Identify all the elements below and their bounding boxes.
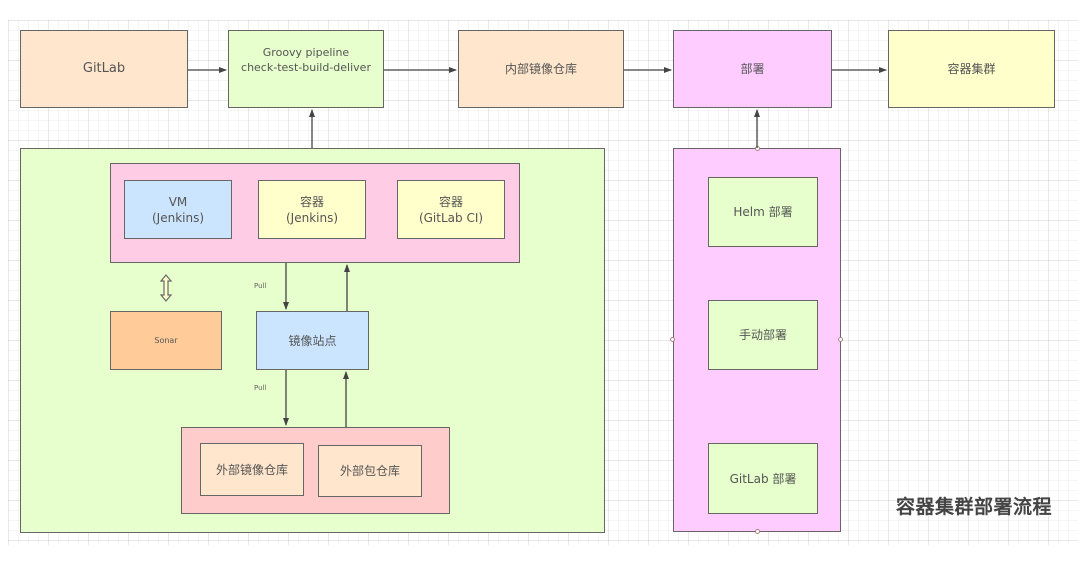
sonar-node[interactable]: Sonar [110,311,222,370]
runner-vm-jenkins[interactable]: VM (Jenkins) [124,180,232,239]
deploy-method-helm[interactable]: Helm 部署 [708,177,818,247]
runner-container-jenkins[interactable]: 容器 (Jenkins) [258,180,366,239]
connection-point [755,146,760,151]
gitlab-node[interactable]: GitLab [20,30,188,108]
runner-container-gitlab-ci[interactable]: 容器 (GitLab CI) [397,180,505,239]
connection-point [838,337,843,342]
connection-point [670,337,675,342]
pipeline-node[interactable]: Groovy pipeline check-test-build-deliver [228,30,384,108]
deploy-method-manual[interactable]: 手动部署 [708,300,818,370]
diagram-title: 容器集群部署流程 [896,496,1053,518]
connection-point [755,529,760,534]
pull-label: Pull [254,282,267,290]
deploy-method-gitlab[interactable]: GitLab 部署 [708,443,818,514]
pull-label: Pull [254,384,267,392]
deploy-node[interactable]: 部署 [673,30,832,108]
internal-registry-node[interactable]: 内部镜像仓库 [458,30,624,108]
external-package-repo[interactable]: 外部包仓库 [318,445,422,497]
external-image-registry[interactable]: 外部镜像仓库 [200,443,304,496]
cluster-node[interactable]: 容器集群 [888,30,1055,108]
mirror-site-node[interactable]: 镜像站点 [256,311,369,370]
